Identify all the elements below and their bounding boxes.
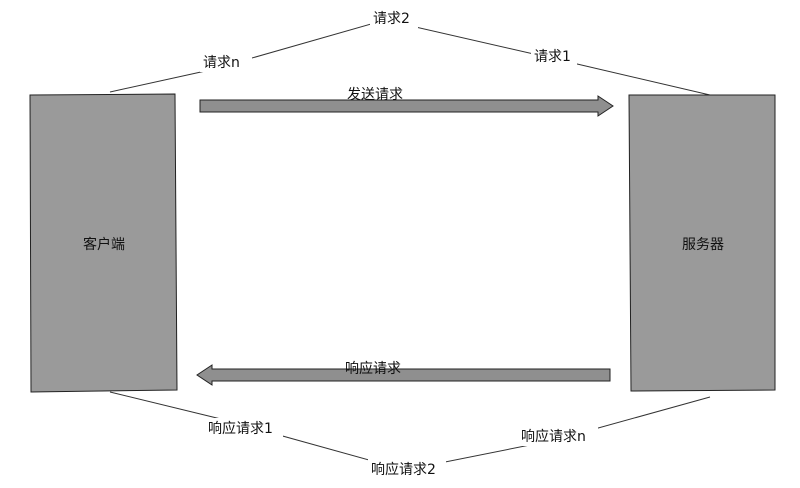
response-1-label: 响应请求1 xyxy=(208,420,273,437)
response-n-label: 响应请求n xyxy=(521,428,586,445)
bottom-connector-line xyxy=(109,391,711,471)
respond-request-arrow xyxy=(196,364,611,386)
client-label: 客户端 xyxy=(83,236,125,253)
label-bg-resp-1 xyxy=(205,418,283,438)
request-2-label: 请求2 xyxy=(373,11,410,27)
label-bg-req-n xyxy=(200,52,252,72)
label-bg-req-1 xyxy=(531,46,577,66)
send-request-label: 发送请求 xyxy=(347,87,403,103)
client-box xyxy=(29,93,178,393)
label-bg-resp-2 xyxy=(368,459,446,479)
respond-request-label: 响应请求 xyxy=(345,360,401,377)
request-1-label: 请求1 xyxy=(534,49,571,65)
server-label: 服务器 xyxy=(682,237,724,253)
request-n-label: 请求n xyxy=(203,55,240,71)
label-bg-req-2 xyxy=(370,8,418,28)
send-request-arrow xyxy=(199,95,614,117)
response-2-label: 响应请求2 xyxy=(371,461,436,478)
label-bg-resp-n xyxy=(518,426,598,446)
server-box xyxy=(628,94,776,392)
